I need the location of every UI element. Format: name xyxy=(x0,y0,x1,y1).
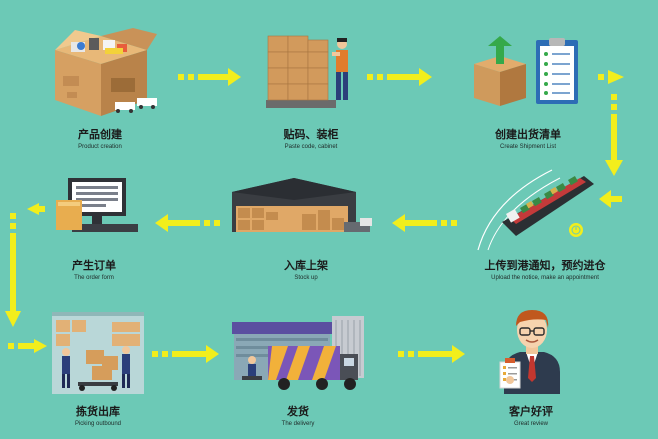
step-upload-notice: 上传到港通知，预约进仓 Upload the notice, make an a… xyxy=(450,259,640,283)
step-subtitle: Picking outbound xyxy=(74,421,122,427)
step-subtitle: Create Shipment List xyxy=(499,144,557,150)
arrow-corner-right-icon xyxy=(598,70,624,176)
arrow-left-2-icon xyxy=(155,214,220,232)
step-delivery: 发货 The delivery xyxy=(213,405,383,429)
arrow-corner-left-icon xyxy=(5,203,45,327)
step-subtitle: Great review xyxy=(513,421,548,427)
step-subtitle: The delivery xyxy=(281,421,315,427)
product-boxes-icon xyxy=(55,28,157,116)
step-subtitle: The order form xyxy=(74,275,114,281)
step-title: 客户好评 xyxy=(509,405,553,418)
arrow-right-5-icon xyxy=(398,345,465,363)
arrow-left-ship-icon xyxy=(599,190,622,208)
arrow-left-1-icon xyxy=(392,214,457,232)
warehouse-icon xyxy=(232,178,372,232)
worker-stacking-boxes-icon xyxy=(266,35,348,108)
delivery-truck-icon xyxy=(232,316,364,390)
arrow-right-4-icon xyxy=(152,345,219,363)
step-picking-outbound: 拣货出库 Picking outbound xyxy=(13,405,183,429)
step-product-creation: 产品创建 Product creation xyxy=(15,128,185,152)
step-stock-up: 入库上架 Stock up xyxy=(221,259,391,283)
box-and-checklist-icon xyxy=(474,36,578,106)
warehouse-workers-icon xyxy=(52,312,144,394)
step-subtitle: Product creation xyxy=(78,144,122,150)
step-subtitle: Stock up xyxy=(294,275,318,281)
step-order-form: 产生订单 The order form xyxy=(9,259,179,283)
arrow-right-3-icon xyxy=(8,339,47,353)
step-title: 发货 xyxy=(287,405,309,418)
step-title: 产品创建 xyxy=(78,128,122,141)
step-title: 入库上架 xyxy=(284,259,328,272)
step-paste-code-cabinet: 贴码、装柜 Paste code, cabinet xyxy=(226,128,396,152)
step-title: 拣货出库 xyxy=(76,405,120,418)
arrow-right-1-icon xyxy=(178,68,241,86)
arrow-right-2-icon xyxy=(367,68,432,86)
cargo-ship-icon xyxy=(477,169,594,251)
step-subtitle: Upload the notice, make an appointment xyxy=(491,275,599,281)
step-subtitle: Paste code, cabinet xyxy=(284,144,338,150)
step-create-shipment-list: 创建出货清单 Create Shipment List xyxy=(443,128,613,152)
step-title: 上传到港通知，预约进仓 xyxy=(484,259,606,272)
step-great-review: 客户好评 Great review xyxy=(446,405,616,429)
businessman-review-icon xyxy=(499,310,560,394)
step-title: 贴码、装柜 xyxy=(283,128,339,141)
computer-order-icon xyxy=(56,178,138,232)
step-title: 创建出货清单 xyxy=(495,128,561,141)
step-title: 产生订单 xyxy=(72,259,116,272)
